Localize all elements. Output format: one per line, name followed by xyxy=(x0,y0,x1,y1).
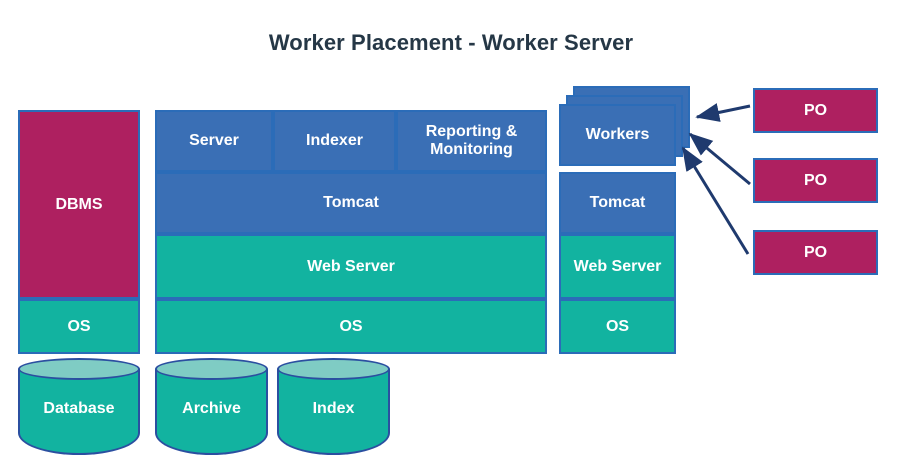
app-tier-reporting-monitoring: Reporting & Monitoring xyxy=(396,110,547,172)
arrow-po2-to-workers xyxy=(688,132,751,186)
po-box-2: PO xyxy=(753,158,878,203)
po-box-3: PO xyxy=(753,230,878,275)
app-os-block: OS xyxy=(155,299,547,354)
cylinder-top-ellipse xyxy=(18,358,140,380)
database-cylinder: Database xyxy=(18,358,140,455)
arrow-po3-to-workers xyxy=(681,146,750,255)
app-tier-indexer: Indexer xyxy=(273,110,396,172)
dbms-block: DBMS xyxy=(18,110,140,299)
cylinder-body xyxy=(277,369,390,455)
worker-web-server-block: Web Server xyxy=(559,234,676,299)
index-cylinder-label: Index xyxy=(312,400,355,417)
app-tomcat-block: Tomcat xyxy=(155,172,547,234)
worker-tomcat-block: Tomcat xyxy=(559,172,676,234)
workers-block: Workers xyxy=(559,104,676,166)
worker-os-block: OS xyxy=(559,299,676,354)
archive-cylinder: Archive xyxy=(155,358,268,455)
index-cylinder: Index xyxy=(277,358,390,455)
database-cylinder-label: Database xyxy=(43,400,115,417)
app-tier-server: Server xyxy=(155,110,273,172)
cylinder-body xyxy=(155,369,268,455)
po-box-1: PO xyxy=(753,88,878,133)
cylinder-top-ellipse xyxy=(277,358,390,380)
dbms-os-block: OS xyxy=(18,299,140,354)
archive-cylinder-label: Archive xyxy=(182,400,241,417)
page-title: Worker Placement - Worker Server xyxy=(268,30,634,55)
arrow-po1-to-workers xyxy=(695,103,751,122)
cylinder-top-ellipse xyxy=(155,358,268,380)
cylinder-body xyxy=(18,369,140,455)
app-web-server-block: Web Server xyxy=(155,234,547,299)
